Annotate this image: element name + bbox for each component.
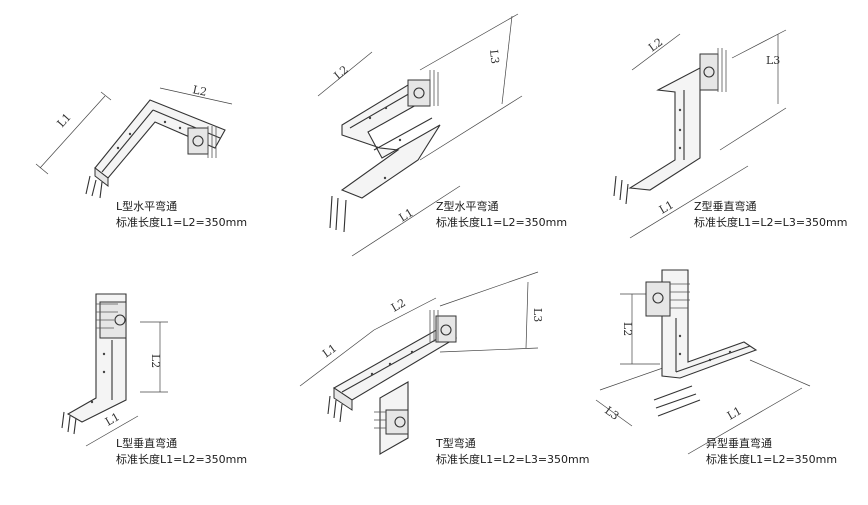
caption-z-horizontal: Z型水平弯通 标准长度L1=L2=350mm <box>436 199 567 231</box>
caption-title: L型垂直弯通 <box>116 437 178 450</box>
caption-title: T型弯通 <box>436 437 476 450</box>
dim-label-l3: L3 <box>487 49 501 65</box>
z-vertical-drawing: L2 L3 L1 <box>613 29 787 239</box>
l-horizontal-drawing: L1 L2 <box>35 83 233 199</box>
dim-label-l1: L1 <box>103 410 122 428</box>
z-horizontal-drawing: L2 L3 L1 <box>317 13 523 257</box>
dim-label-l2: L2 <box>332 63 351 82</box>
dim-label-l2: L2 <box>149 354 162 368</box>
dim-label-l3: L3 <box>531 308 544 322</box>
t-drawing: L1 L2 L3 <box>299 271 544 455</box>
dim-label-l1: L1 <box>657 198 676 216</box>
caption-l-horizontal: L型水平弯通 标准长度L1=L2=350mm <box>116 199 247 231</box>
dim-label-l1: L1 <box>725 404 744 422</box>
l-vertical-drawing: L2 L1 <box>61 293 168 447</box>
caption-title: 异型垂直弯通 <box>706 437 772 450</box>
caption-title: Z型垂直弯通 <box>694 200 757 213</box>
dim-label-l3: L3 <box>766 54 780 67</box>
special-vertical-drawing: L2 L3 L1 <box>595 269 811 455</box>
caption-spec: 标准长度L1=L2=L3=350mm <box>436 453 590 466</box>
dim-label-l2: L2 <box>621 322 634 336</box>
caption-spec: 标准长度L1=L2=350mm <box>116 216 248 229</box>
dim-label-l2: L2 <box>191 83 208 99</box>
caption-t: T型弯通 标准长度L1=L2=L3=350mm <box>436 436 589 468</box>
dim-label-l1: L1 <box>397 206 416 225</box>
dim-label-l2: L2 <box>389 296 408 314</box>
dim-label-l2: L2 <box>646 35 665 54</box>
diagram-t: L1 L2 L3 T型弯通 标准长度L1=L2=L3=350mm <box>290 250 589 505</box>
diagram-l-vertical: L2 L1 L型垂直弯通 标准长度L1=L2=350mm <box>0 250 290 505</box>
diagram-z-vertical: L2 L3 L1 Z型垂直弯通 标准长度L1=L2=L3=350mm <box>580 0 868 250</box>
caption-spec: 标准长度L1=L2=350mm <box>706 453 838 466</box>
caption-spec: 标准长度L1=L2=L3=350mm <box>694 216 848 229</box>
diagram-l-horizontal: L1 L2 L型水平弯通 标准长度L1=L2=350mm <box>0 0 290 250</box>
dim-label-l1: L1 <box>320 341 339 360</box>
caption-title: L型水平弯通 <box>116 200 178 213</box>
caption-title: Z型水平弯通 <box>436 200 499 213</box>
caption-l-vertical: L型垂直弯通 标准长度L1=L2=350mm <box>116 436 247 468</box>
caption-z-vertical: Z型垂直弯通 标准长度L1=L2=L3=350mm <box>694 199 847 231</box>
diagram-special-vertical: L2 L3 L1 异型垂直弯通 标准长度L1=L2=350mm <box>580 250 868 505</box>
caption-spec: 标准长度L1=L2=350mm <box>436 216 568 229</box>
caption-spec: 标准长度L1=L2=350mm <box>116 453 248 466</box>
dim-label-l1: L1 <box>55 111 74 130</box>
diagram-z-horizontal: L2 L3 L1 Z型水平弯通 标准长度L1=L2=350mm <box>290 0 580 257</box>
caption-special-vertical: 异型垂直弯通 标准长度L1=L2=350mm <box>706 436 837 468</box>
